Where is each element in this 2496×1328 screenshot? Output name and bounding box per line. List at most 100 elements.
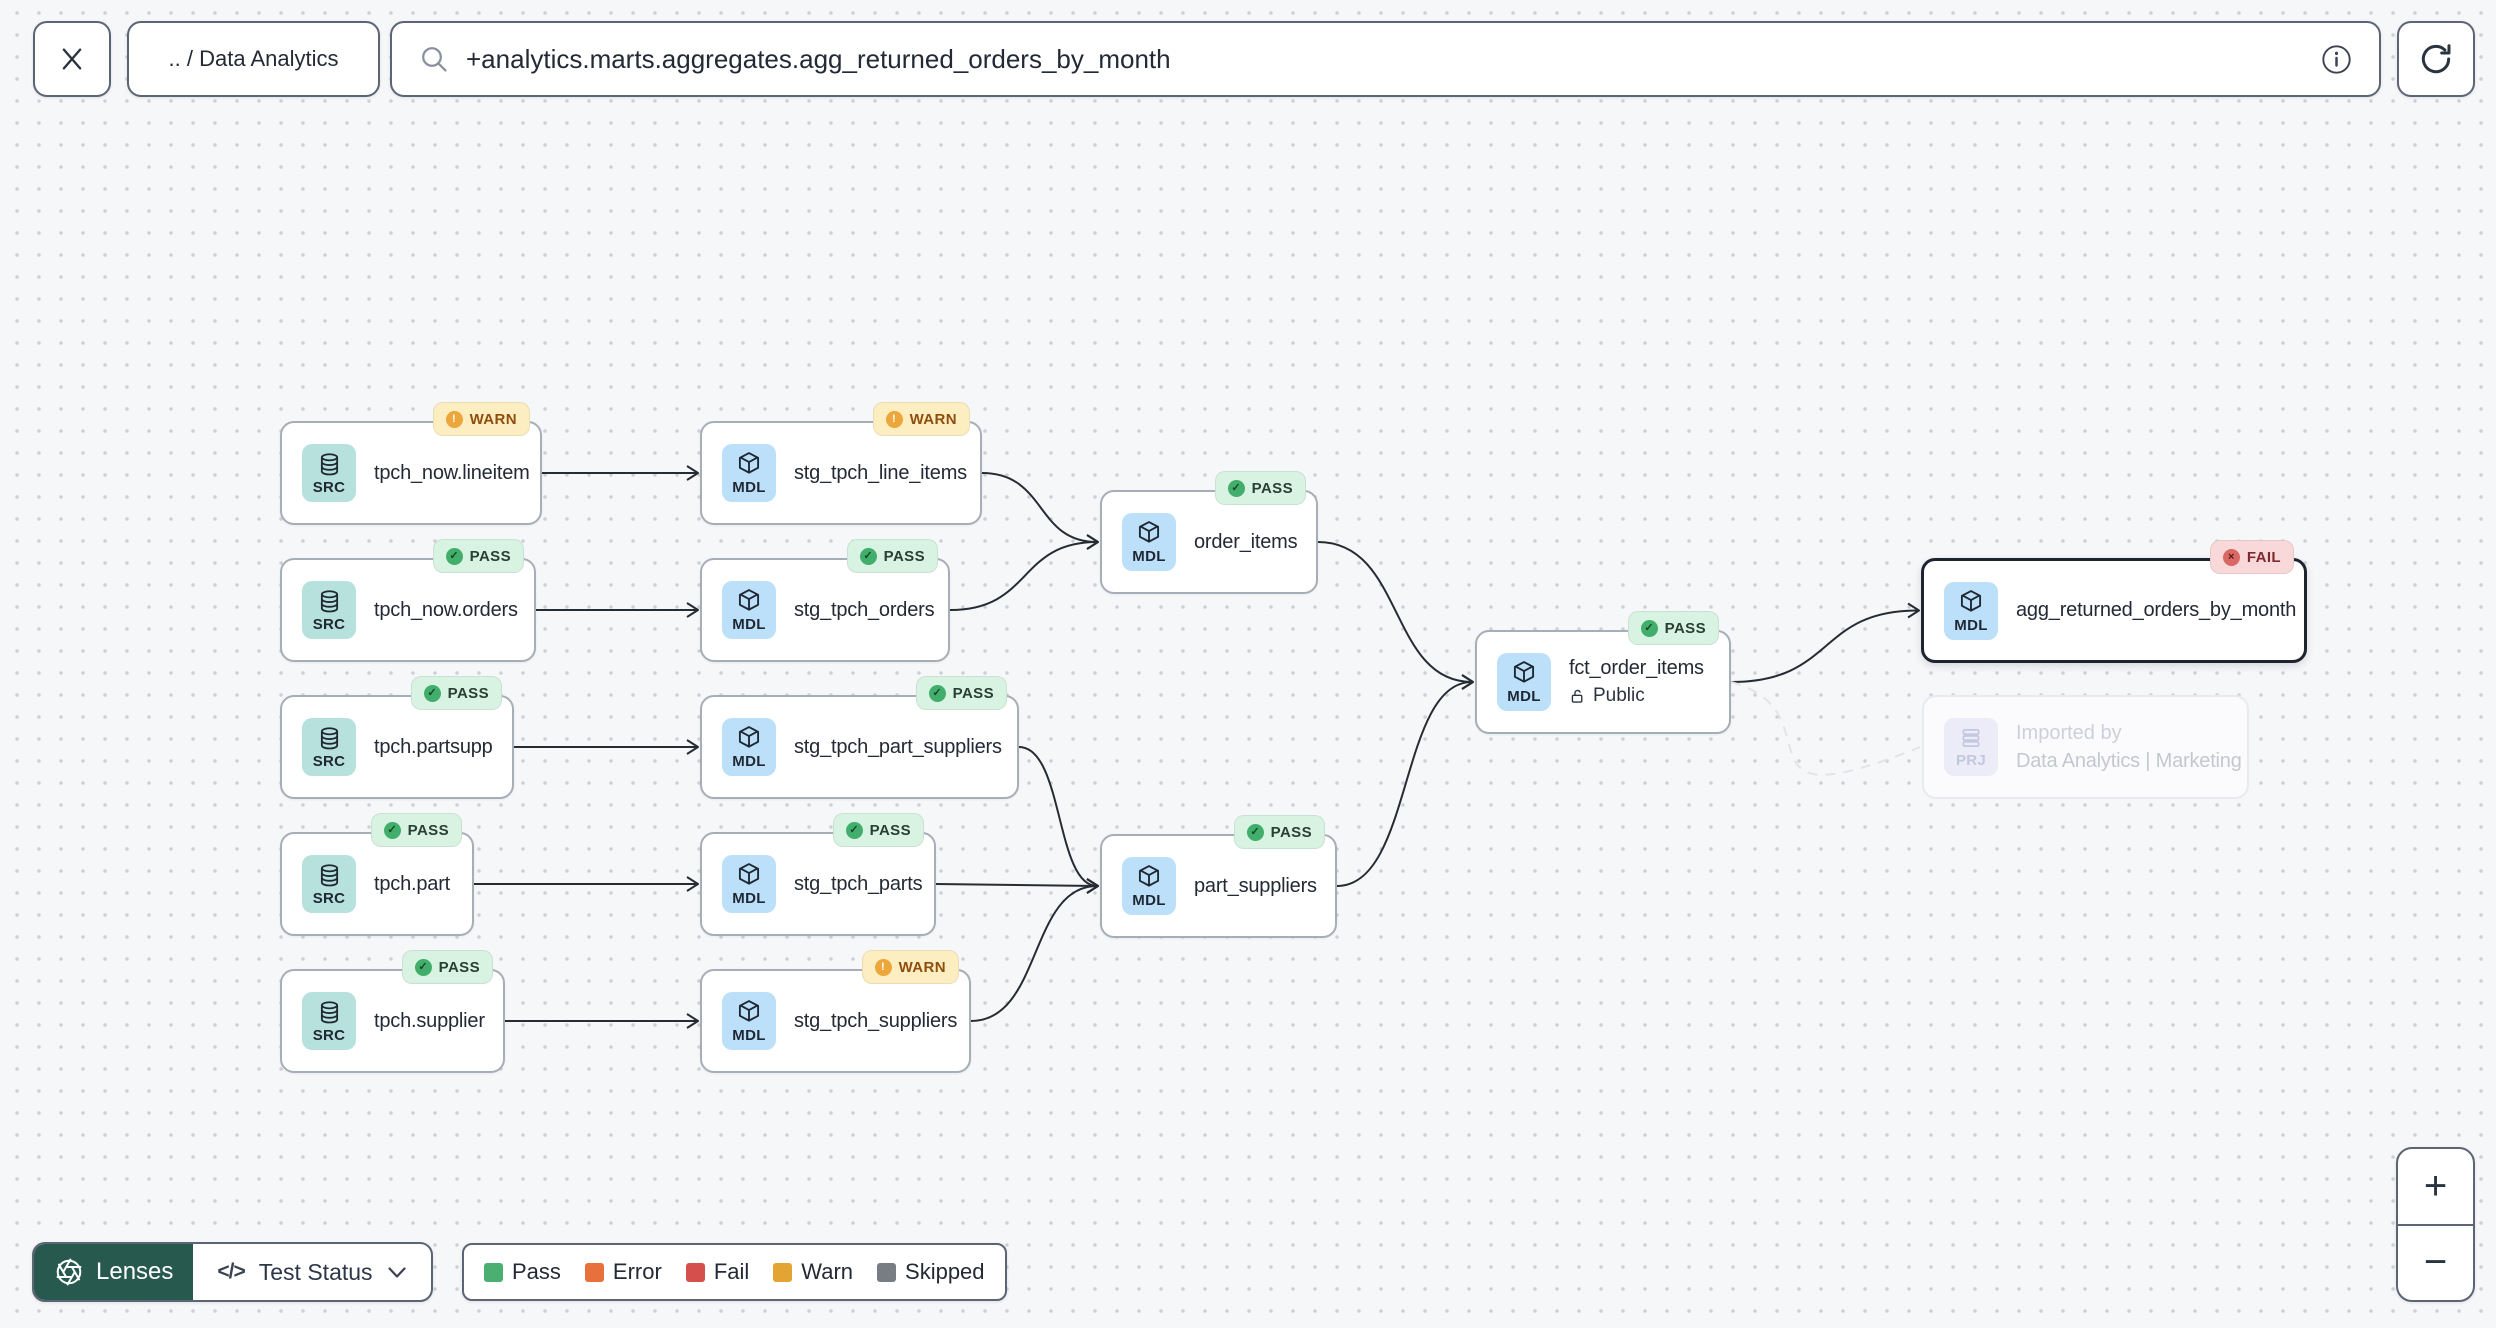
status-label: PASS: [883, 547, 925, 565]
lenses-label: Lenses: [96, 1258, 174, 1285]
edge-arrowhead: [686, 602, 699, 618]
edge-arrowhead: [1086, 878, 1099, 894]
search-input[interactable]: [466, 43, 2304, 75]
edge-fct_order_items-imported_by_marketing: [1730, 681, 1921, 776]
status-badge-pass: ✓PASS: [1214, 471, 1306, 505]
node-label: agg_returned_orders_by_month: [2016, 599, 2297, 621]
node-label: tpch.supplier: [374, 1009, 485, 1032]
edge-part_suppliers-fct_order_items: [1336, 681, 1473, 887]
edge-fct_order_items-agg_returned_orders_by_month: [1730, 609, 1919, 683]
lens-dropdown[interactable]: </> Test Status: [193, 1259, 430, 1286]
source-icon: SRC: [302, 855, 356, 913]
node-label: tpch.partsupp: [374, 735, 493, 758]
status-dot-icon: ×: [2222, 548, 2240, 566]
kind-label: MDL: [732, 616, 766, 633]
node-order_items[interactable]: ✓PASS MDL order_items: [1100, 471, 1318, 594]
info-icon[interactable]: [2320, 43, 2353, 76]
status-dot-icon: !: [885, 410, 903, 428]
edge-arrowhead: [686, 739, 699, 755]
model-icon: MDL: [722, 444, 776, 502]
node-labels: stg_tpch_orders: [794, 598, 935, 622]
status-badge-warn: ! WARN: [432, 402, 530, 436]
legend-label: Warn: [801, 1259, 854, 1284]
zoom-out-button[interactable]: −: [2398, 1223, 2473, 1301]
kind-label: MDL: [732, 890, 766, 907]
edge-arrowhead: [1086, 534, 1099, 550]
status-label: PASS: [438, 958, 480, 976]
status-label: WARN: [469, 410, 517, 428]
status-dot-icon: ✓: [445, 547, 463, 565]
close-button[interactable]: [33, 21, 111, 97]
node-label: stg_tpch_orders: [794, 598, 935, 621]
kind-label: MDL: [1507, 688, 1541, 705]
x-icon: [62, 48, 82, 70]
node-label: part_suppliers: [1194, 874, 1317, 897]
legend-item-error: Error: [584, 1259, 662, 1285]
status-badge-pass: ✓PASS: [370, 813, 462, 847]
legend-item-fail: Fail: [685, 1259, 749, 1285]
status-badge-pass: ✓ PASS: [401, 950, 493, 984]
search-bar[interactable]: [390, 21, 2381, 97]
status-dot-icon: ✓: [414, 958, 432, 976]
status-badge-pass: ✓PASS: [410, 676, 502, 710]
cube-icon: [738, 452, 760, 474]
node-labels: tpch.partsupp: [374, 736, 493, 759]
model-icon: MDL: [722, 581, 776, 639]
lenses-button[interactable]: Lenses: [34, 1244, 194, 1300]
node-label: stg_tpch_parts: [794, 872, 923, 895]
node-stg_tpch_orders[interactable]: ✓ PASS MDL stg_tpch_orders: [700, 539, 950, 662]
cube-icon: [1513, 661, 1535, 683]
cube-icon: [738, 589, 760, 611]
database-icon: [320, 589, 338, 612]
cube-icon: [1138, 521, 1160, 543]
status-label: PASS: [469, 547, 511, 565]
zoom-in-button[interactable]: +: [2398, 1149, 2473, 1224]
project-icon: [1962, 729, 1980, 747]
cube-icon: [1960, 589, 1982, 612]
minus-icon: −: [2423, 1240, 2448, 1285]
status-dot-icon: !: [445, 410, 463, 428]
node-labels: agg_returned_orders_by_month: [2016, 599, 2296, 622]
aperture-icon: [56, 1258, 82, 1286]
status-dot-icon: ✓: [423, 684, 441, 702]
refresh-button[interactable]: [2397, 21, 2475, 97]
node-labels: tpch.supplier: [374, 1010, 485, 1033]
legend-swatch: [685, 1262, 705, 1282]
status-dot-icon: ✓: [859, 547, 877, 565]
kind-label: SRC: [312, 615, 346, 633]
node-labels: order_items: [1194, 531, 1298, 554]
model-icon: MDL: [722, 855, 776, 913]
breadcrumb[interactable]: .. / Data Analytics: [127, 21, 380, 97]
edge-arrowhead: [1086, 878, 1099, 894]
legend-swatch: [484, 1262, 503, 1282]
lenses-control: Lenses </> Test Status: [32, 1242, 433, 1302]
status-label: PASS: [1251, 479, 1293, 497]
access-label: Public: [1593, 685, 1645, 706]
edge-arrowhead: [1461, 674, 1474, 690]
refresh-icon: [2421, 44, 2451, 74]
status-badge-pass: ✓PASS: [1627, 611, 1719, 645]
legend-label: Skipped: [905, 1259, 985, 1284]
database-icon: [320, 726, 338, 749]
node-labels: tpch_now.lineitem: [374, 462, 530, 485]
chevron-down-icon: [387, 1266, 406, 1278]
model-icon: MDL: [1122, 513, 1176, 571]
breadcrumb-label: .. / Data Analytics: [168, 46, 339, 71]
plus-icon: +: [2423, 1163, 2448, 1208]
edge-arrowhead: [686, 876, 699, 892]
